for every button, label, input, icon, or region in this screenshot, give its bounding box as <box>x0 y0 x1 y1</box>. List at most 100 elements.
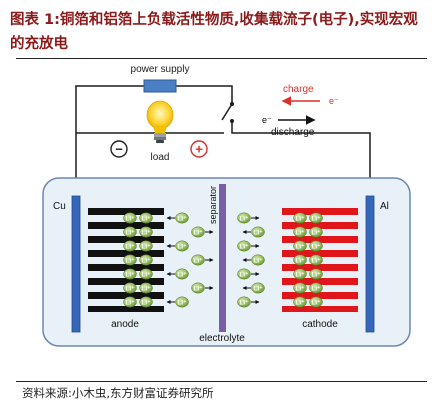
cathode-label: cathode <box>302 319 338 330</box>
separator <box>219 184 226 332</box>
ion-label: Li⁺ <box>177 243 187 250</box>
lithium-ion: Li⁺ <box>309 254 323 266</box>
lithium-ion: Li⁺ <box>293 226 307 238</box>
lithium-ion: Li⁺ <box>293 254 307 266</box>
lithium-ion: Li⁺ <box>139 212 153 224</box>
lithium-ion: Li⁺ <box>139 268 153 280</box>
lithium-ion: Li⁺ <box>123 212 137 224</box>
lithium-ion: Li⁺ <box>139 296 153 308</box>
ion-label: Li⁺ <box>177 215 187 222</box>
lithium-ion: Li⁺ <box>293 240 307 252</box>
ion-label: Li⁺ <box>239 299 249 306</box>
lithium-ion: Li⁺ <box>123 296 137 308</box>
ion-label: Li⁺ <box>295 229 305 236</box>
figure-title: 图表 1:铜箔和铝箔上负载活性物质,收集载流子(电子),实现宏观的充放电 <box>10 12 418 52</box>
svg-text:−: − <box>115 142 123 157</box>
ion-label: Li⁺ <box>295 299 305 306</box>
battery-cell <box>42 177 411 347</box>
lithium-ion: Li⁺ <box>123 268 137 280</box>
ion-label: Li⁺ <box>177 271 187 278</box>
ion-label: Li⁺ <box>125 257 135 264</box>
lithium-ion: Li⁺ <box>237 240 260 252</box>
ion-label: Li⁺ <box>295 243 305 250</box>
ion-label: Li⁺ <box>141 285 151 292</box>
ion-label: Li⁺ <box>253 229 263 236</box>
aluminum-current-collector <box>365 195 375 333</box>
lithium-ion: Li⁺ <box>237 296 260 308</box>
lithium-ion: Li⁺ <box>139 282 153 294</box>
source-note: 资料来源:小木虫,东方财富证券研究所 <box>22 386 214 400</box>
ion-label: Li⁺ <box>125 271 135 278</box>
ion-label: Li⁺ <box>253 257 263 264</box>
title-divider <box>16 58 427 59</box>
anode-label: anode <box>111 319 139 330</box>
ion-label: Li⁺ <box>311 229 321 236</box>
lithium-ion: Li⁺ <box>309 240 323 252</box>
lithium-ion: Li⁺ <box>293 282 307 294</box>
source-divider <box>16 381 427 382</box>
ion-label: Li⁺ <box>125 285 135 292</box>
ion-label: Li⁺ <box>193 285 203 292</box>
ion-label: Li⁺ <box>239 271 249 278</box>
lithium-ion: Li⁺ <box>293 212 307 224</box>
lithium-ion: Li⁺ <box>123 254 137 266</box>
separator-label: separator <box>208 186 218 224</box>
lithium-ion: Li⁺ <box>191 254 214 266</box>
al-label: Al <box>380 201 389 212</box>
ion-label: Li⁺ <box>141 271 151 278</box>
anode-layers <box>88 208 164 312</box>
charge-electron-label: e⁻ <box>329 96 339 106</box>
plus-symbol: + <box>190 140 208 158</box>
cu-label: Cu <box>53 201 66 212</box>
lithium-ion: Li⁺ <box>166 268 189 280</box>
ion-label: Li⁺ <box>141 215 151 222</box>
electrolyte-label: electrolyte <box>199 333 245 344</box>
ion-label: Li⁺ <box>125 229 135 236</box>
ion-label: Li⁺ <box>125 299 135 306</box>
lithium-ion: Li⁺ <box>191 282 214 294</box>
power-supply-icon <box>143 79 177 93</box>
lithium-ion: Li⁺ <box>242 254 265 266</box>
ion-label: Li⁺ <box>141 257 151 264</box>
lithium-ion: Li⁺ <box>139 226 153 238</box>
lithium-ion: Li⁺ <box>309 212 323 224</box>
ion-label: Li⁺ <box>141 243 151 250</box>
ion-label: Li⁺ <box>239 215 249 222</box>
ion-label: Li⁺ <box>125 243 135 250</box>
lithium-ion: Li⁺ <box>123 240 137 252</box>
ion-label: Li⁺ <box>311 285 321 292</box>
ion-label: Li⁺ <box>295 285 305 292</box>
ion-label: Li⁺ <box>311 243 321 250</box>
lithium-ion: Li⁺ <box>123 282 137 294</box>
discharge-electron-label: e⁻ <box>262 115 272 125</box>
ion-label: Li⁺ <box>311 215 321 222</box>
lithium-ion: Li⁺ <box>191 226 214 238</box>
light-bulb-icon <box>146 100 174 143</box>
lithium-ion: Li⁺ <box>309 268 323 280</box>
lithium-ion: Li⁺ <box>293 296 307 308</box>
switch-contact-top <box>230 102 234 106</box>
lithium-ion: Li⁺ <box>242 226 265 238</box>
lithium-ion: Li⁺ <box>237 268 260 280</box>
ion-label: Li⁺ <box>193 257 203 264</box>
lithium-ion: Li⁺ <box>139 254 153 266</box>
lithium-ion: Li⁺ <box>166 240 189 252</box>
copper-current-collector <box>71 195 81 333</box>
cathode-layers <box>282 208 358 312</box>
ion-label: Li⁺ <box>141 299 151 306</box>
power-supply-label: power supply <box>131 64 190 75</box>
ion-label: Li⁺ <box>311 271 321 278</box>
ion-label: Li⁺ <box>295 257 305 264</box>
lithium-ion: Li⁺ <box>166 212 189 224</box>
lithium-ion: Li⁺ <box>242 282 265 294</box>
lithium-ions: Li⁺ Li⁺ Li⁺ Li⁺ Li⁺ Li⁺ Li⁺ Li⁺ Li⁺ Li⁺ Li⁺ Li⁺ Li⁺ L… <box>123 212 323 308</box>
external-circuit <box>75 85 371 178</box>
svg-text:+: + <box>195 142 203 157</box>
minus-symbol: − <box>110 140 128 158</box>
load-label: load <box>151 152 170 163</box>
ion-label: Li⁺ <box>253 285 263 292</box>
ion-label: Li⁺ <box>295 215 305 222</box>
ion-label: Li⁺ <box>239 243 249 250</box>
ion-label: Li⁺ <box>311 299 321 306</box>
